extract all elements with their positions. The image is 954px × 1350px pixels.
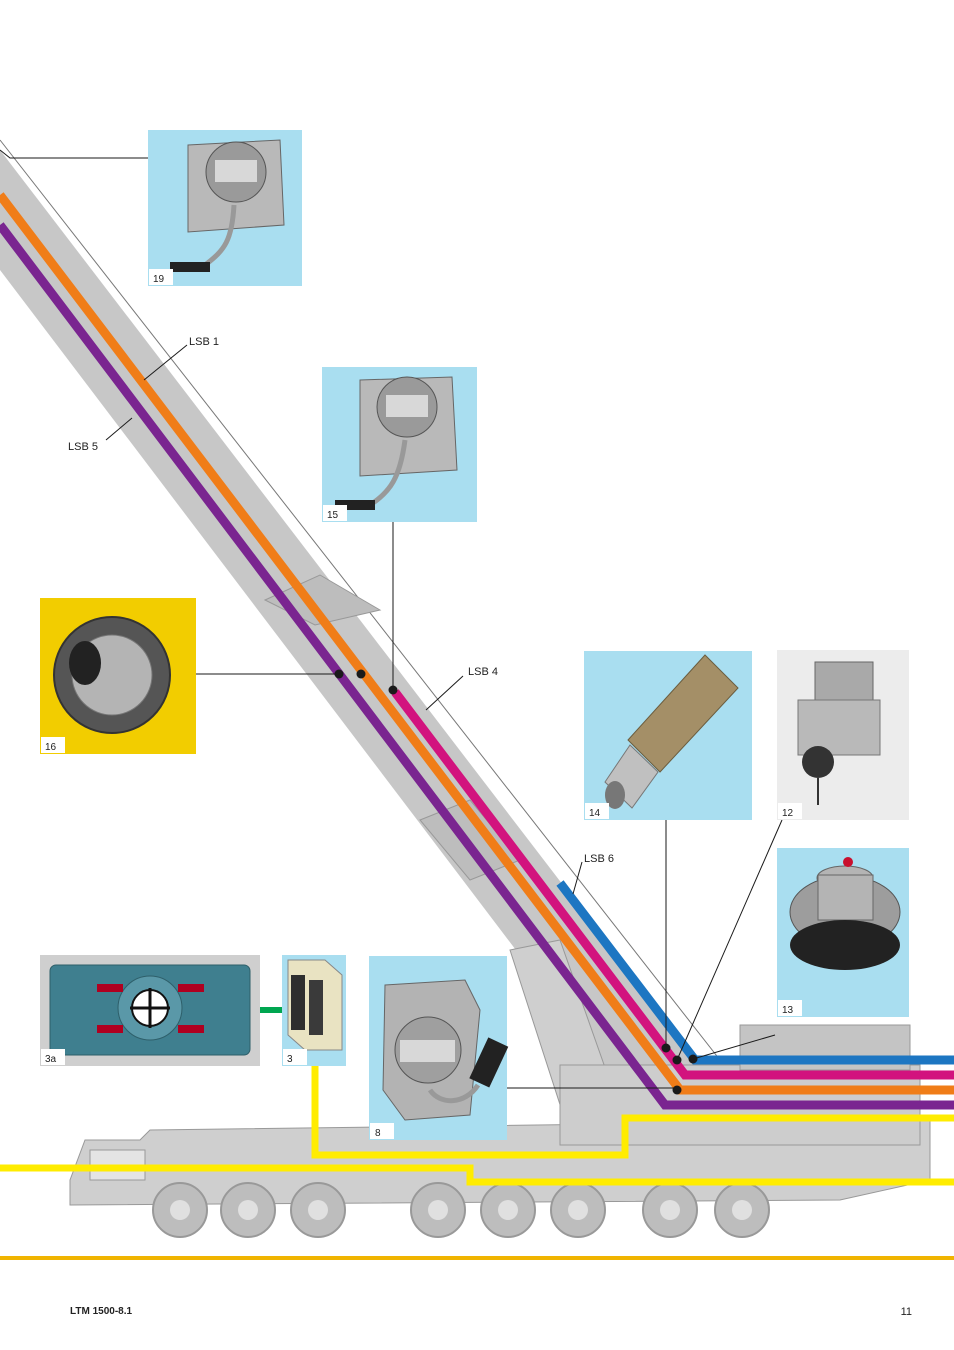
page-number: 11 [900,1306,912,1318]
label-lsb6: LSB 6 [584,853,614,865]
leader-lines [0,149,783,1089]
label-lsb1: LSB 1 [189,336,219,348]
purple-cable [0,222,954,1110]
photo-number-15: 15 [327,510,339,521]
photo-15: 15 [322,367,477,522]
photo-number-13: 13 [782,1005,794,1016]
footer-model: LTM 1500-8.1 [70,1306,133,1317]
label-lsb4: LSB 4 [468,666,498,678]
photo-number-12: 12 [782,808,794,819]
photo-number-19: 19 [153,274,165,285]
photo-13: 13 [777,848,909,1017]
photo-14: 14 [584,651,752,820]
photo-number-16: 16 [45,742,57,753]
photo-number-8: 8 [375,1128,381,1139]
photo-19: 19 [148,130,302,286]
photo-3: 3 [282,955,346,1066]
photo-8: 8 [369,956,509,1140]
photo-number-14: 14 [589,808,601,819]
photo-3a: 3a [40,955,260,1066]
photo-number-3a: 3a [45,1054,57,1065]
magenta-cable [391,689,954,1080]
photo-16: 16 [40,598,196,754]
photo-12: 12 [777,650,909,820]
footer-rule [0,1256,954,1260]
yellow-cable-lower [0,1164,954,1186]
photo-number-3: 3 [287,1054,293,1065]
yellow-cable-upper [311,1065,954,1159]
label-lsb5: LSB 5 [68,441,98,453]
